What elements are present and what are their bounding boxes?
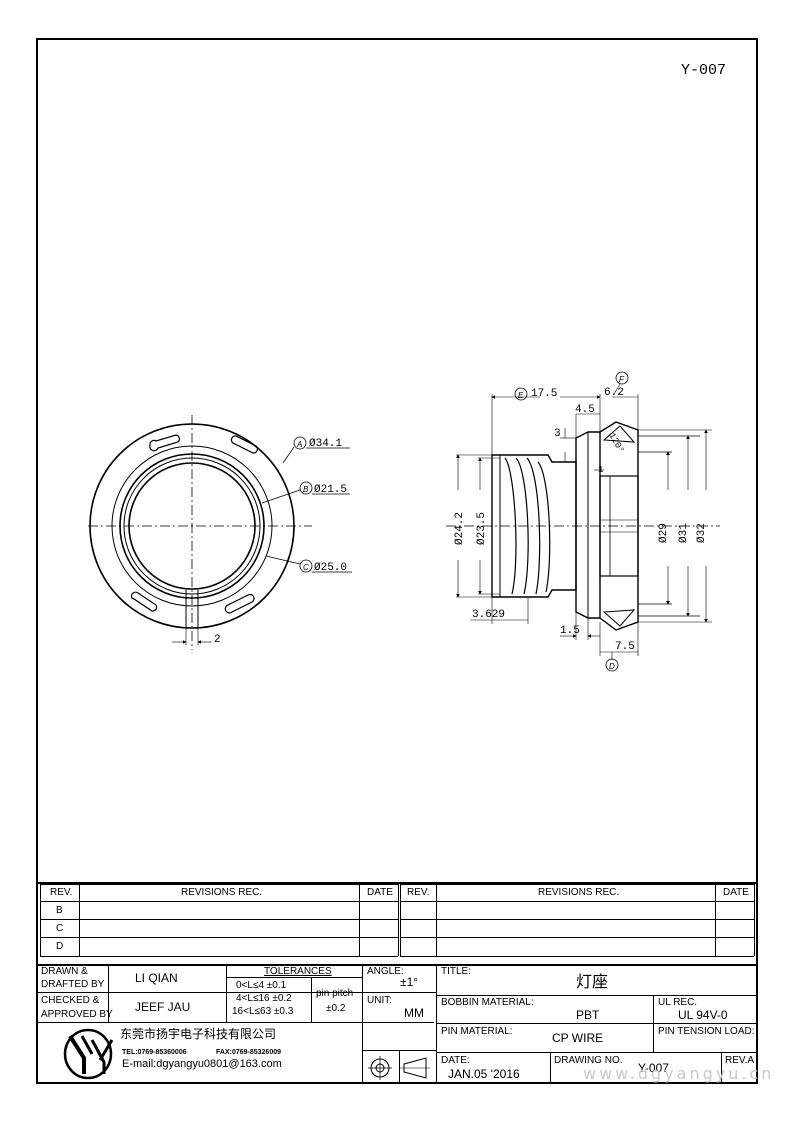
thread-inner-circle xyxy=(123,457,261,595)
slots xyxy=(130,434,258,614)
title-value: 灯座 xyxy=(576,974,609,991)
callout-d-letter: D xyxy=(609,662,615,671)
dim-32: Ø32 xyxy=(696,523,708,543)
callout-b-circle xyxy=(299,481,313,495)
callout-f-letter: F xyxy=(619,375,625,384)
dim-c-text: Ø25.0 xyxy=(314,562,347,574)
callout-c-letter: C xyxy=(303,563,309,572)
front-view-labels: A Ø34.1 B Ø21.5 C Ø25.0 2 xyxy=(214,438,347,646)
checked-name: JEEF JAU xyxy=(135,1000,191,1014)
rev-header-left: REV. xyxy=(50,887,73,898)
rev-row-b: B xyxy=(56,905,63,916)
dim-24-2: Ø24.2 xyxy=(454,512,466,545)
front-view xyxy=(88,415,352,650)
bobbin-material-value: PBT xyxy=(576,1008,600,1022)
bore-circle xyxy=(128,462,256,590)
dim-23-5: Ø23.5 xyxy=(476,512,488,545)
dim-small-height: 3 xyxy=(554,428,561,440)
dim-d-text: 7.5 xyxy=(615,641,635,653)
rev-header-right: REV. xyxy=(407,887,430,898)
tolerance-3: 16<L≤63 ±0.3 xyxy=(232,1006,294,1017)
ul-rec-value: UL 94V-0 xyxy=(678,1008,728,1022)
dim-step: 4.5 xyxy=(575,404,595,416)
date-label: DATE: xyxy=(441,1055,470,1066)
dim-thread-pitch: 3.629 xyxy=(472,609,505,621)
callout-e-circle xyxy=(514,387,528,401)
bobbin-material-label: BOBBIN MATERIAL: xyxy=(441,997,534,1008)
pin-material-label: PIN MATERIAL: xyxy=(441,1026,513,1037)
unit-value: MM xyxy=(404,1006,424,1020)
date-header-left: DATE xyxy=(367,887,393,898)
ul-rec-label: UL REC. xyxy=(658,997,698,1008)
pin-tension-label: PIN TENSION LOAD: xyxy=(658,1026,755,1037)
drawing-sheet-border: Y-007 xyxy=(36,38,758,1084)
dim-angle: 120° xyxy=(606,431,625,455)
dim-e-text: 17.5 xyxy=(531,388,557,400)
pin-pitch-label: pin pitch xyxy=(316,988,354,999)
revisions-header-left: REVISIONS REC. xyxy=(181,887,263,898)
company-name: 东莞市扬宇电子科技有限公司 xyxy=(120,1027,277,1041)
dim-29: Ø29 xyxy=(658,523,670,543)
company-tel: TEL:0769-85360006 xyxy=(122,1049,187,1056)
technical-drawing: A Ø34.1 B Ø21.5 C Ø25.0 2 xyxy=(88,371,720,672)
tolerances-label: TOLERANCES xyxy=(264,966,332,977)
company-logo: YY xyxy=(60,1024,114,1080)
side-view xyxy=(446,371,720,672)
pin-pitch-value: ±0.2 xyxy=(326,1003,346,1014)
projection-symbol xyxy=(368,1056,430,1080)
checked-label-1: CHECKED & xyxy=(41,995,100,1006)
thread-circle xyxy=(119,453,265,599)
company-email: E-mail:dgyangyu0801@163.com xyxy=(122,1058,282,1070)
callout-c-circle xyxy=(299,559,313,573)
angle-label: ANGLE: xyxy=(367,966,404,977)
dim-a-text: Ø34.1 xyxy=(309,438,342,450)
rev-row-c: C xyxy=(56,923,64,934)
unit-label: UNIT: xyxy=(367,995,392,1006)
logo-letters: YY xyxy=(60,1024,62,1025)
callout-f-circle xyxy=(615,371,629,385)
dim-b-text: Ø21.5 xyxy=(314,484,347,496)
watermark: www.dgyangyu.cn xyxy=(583,1064,775,1083)
tolerance-2: 4<L≤16 ±0.2 xyxy=(236,993,292,1004)
date-header-right: DATE xyxy=(723,887,749,898)
drawing-no-label: DRAWING NO. xyxy=(554,1055,623,1066)
dim-flange: 1.5 xyxy=(560,625,580,637)
dim-slot-width: 2 xyxy=(214,634,221,646)
company-fax: FAX:0769-85326009 xyxy=(216,1049,281,1056)
callout-a-circle xyxy=(293,436,307,450)
title-label: TITLE: xyxy=(441,966,472,977)
dim-inner-one: 1 xyxy=(598,465,603,475)
callout-b-letter: B xyxy=(303,485,309,494)
outer-ring-circle xyxy=(89,423,295,629)
drawing-number-top: Y-007 xyxy=(680,62,726,79)
drawn-label-2: DRAFTED BY xyxy=(41,979,105,990)
drawing-no-value: Y-007 xyxy=(638,1061,669,1075)
pin-material-value: CP WIRE xyxy=(552,1031,604,1045)
date-value: JAN.05 '2016 xyxy=(448,1067,520,1081)
head-inner-rect xyxy=(599,475,639,577)
title-block: REV. REVISIONS REC. DATE REV. REVISIONS … xyxy=(36,882,758,1084)
rev-row-d: D xyxy=(56,941,64,952)
drawn-name: LI QIAN xyxy=(135,971,178,985)
angle-value: ±1° xyxy=(400,975,419,989)
callout-e-letter: E xyxy=(518,391,524,400)
dim-31: Ø31 xyxy=(678,523,690,543)
drawn-label-1: DRAWN & xyxy=(41,966,88,977)
revisions-header-right: REVISIONS REC. xyxy=(538,887,620,898)
tolerance-1: 0<L≤4 ±0.1 xyxy=(236,980,287,991)
dim-f-text: 6.2 xyxy=(604,387,624,399)
rev-a-label: REV.A xyxy=(725,1055,755,1066)
ring-circle xyxy=(111,445,273,607)
threads xyxy=(504,457,551,595)
callout-d-circle xyxy=(605,658,619,672)
callout-a-letter: A xyxy=(296,440,302,449)
checked-label-2: APPROVED BY xyxy=(41,1009,113,1020)
